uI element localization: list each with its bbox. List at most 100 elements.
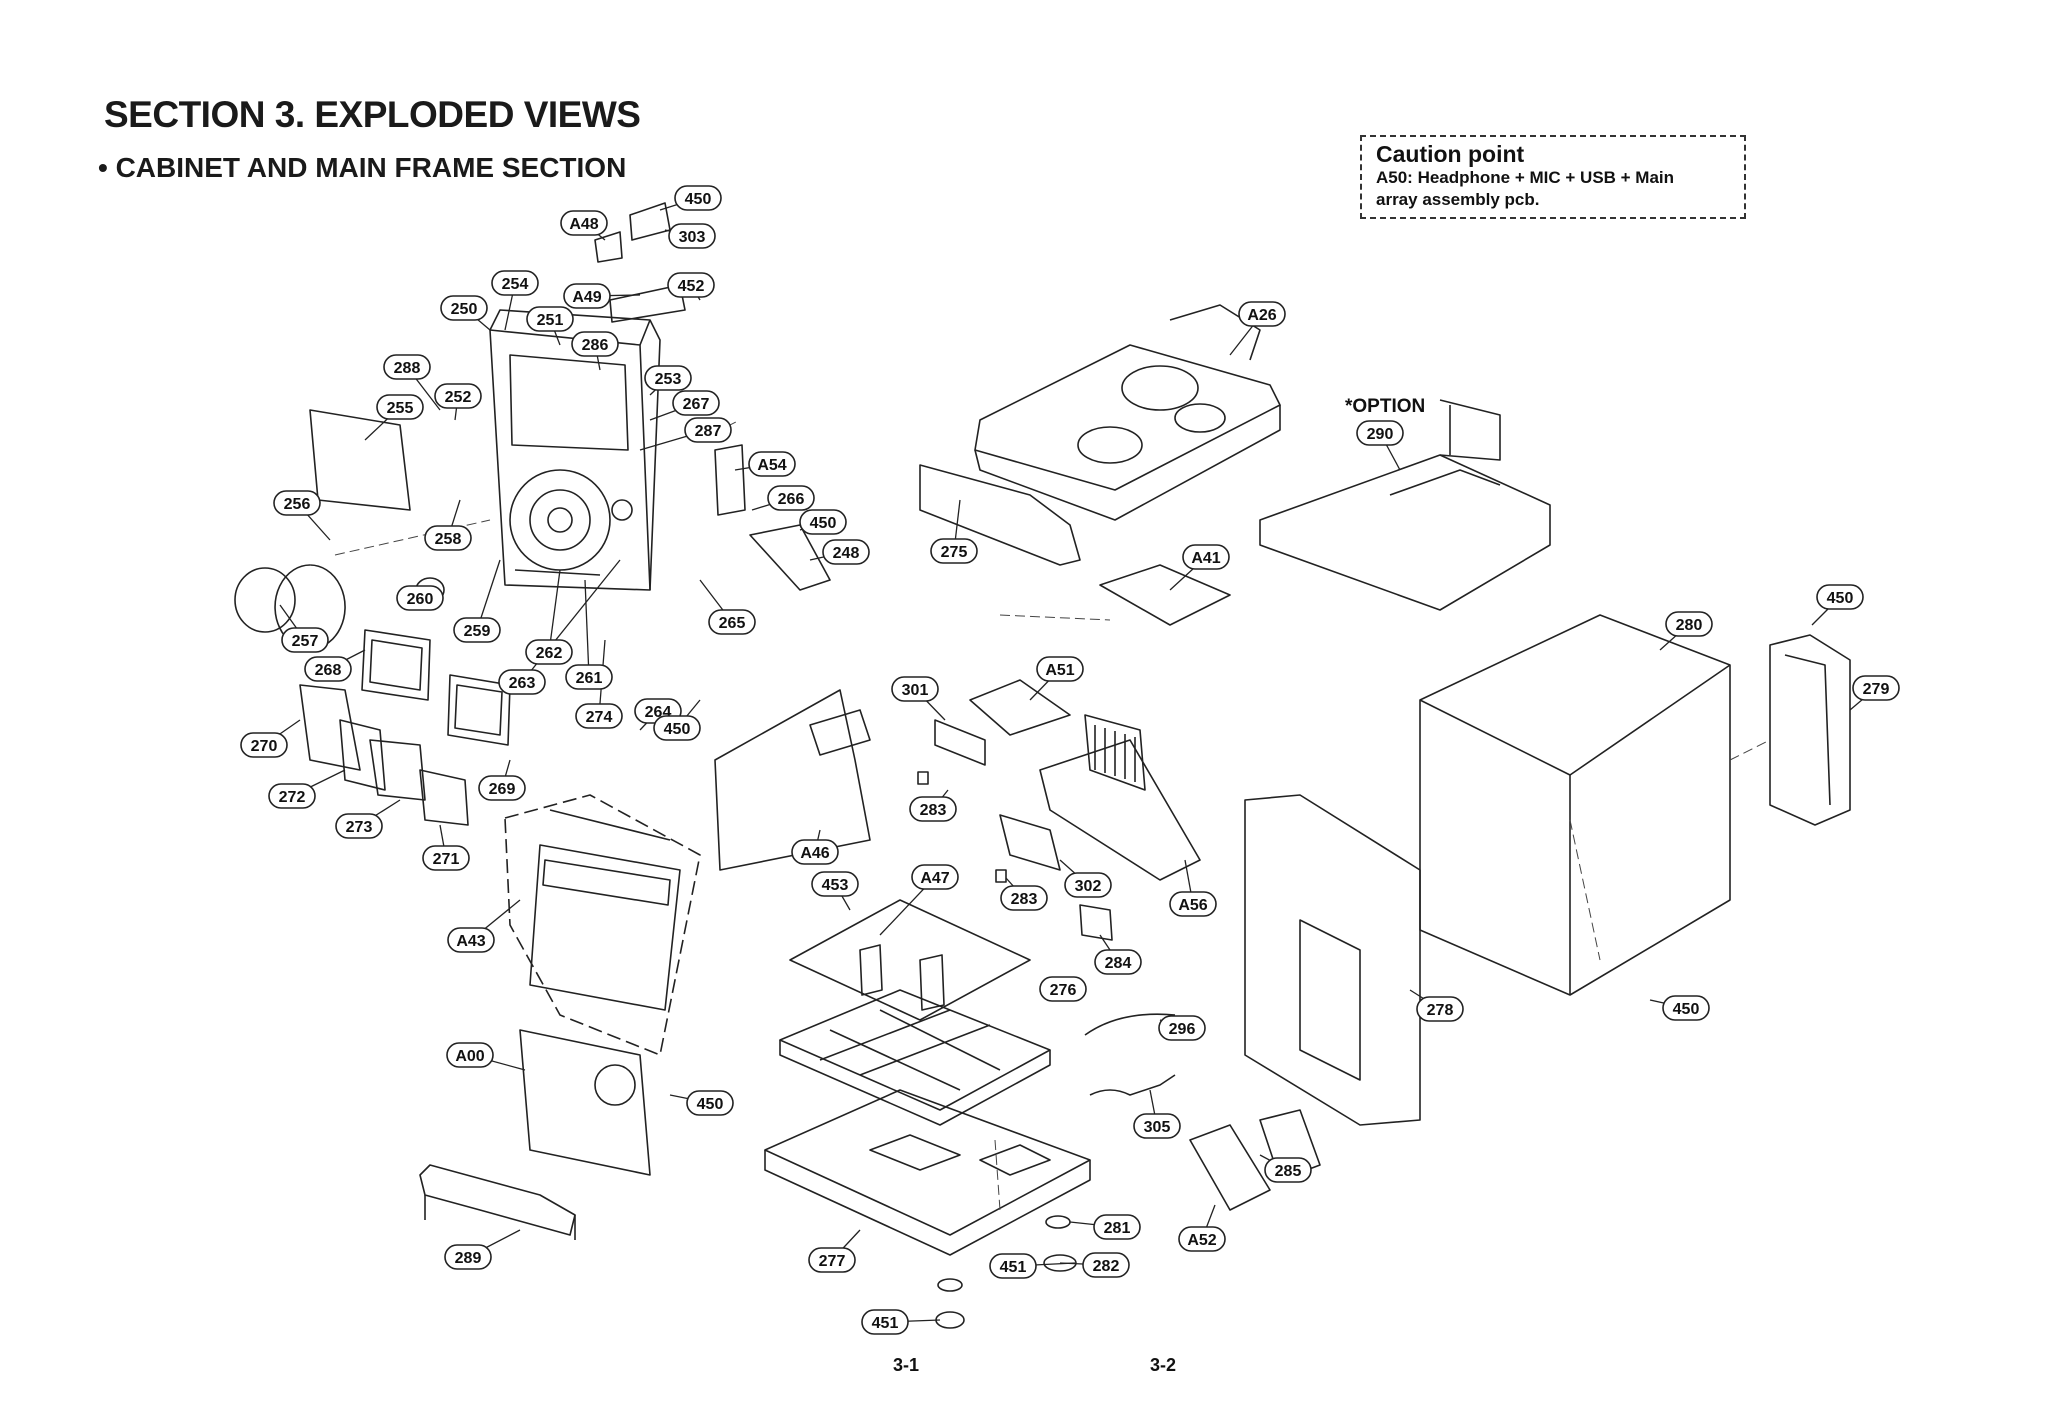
callout-a54: A54 <box>748 451 796 477</box>
callout-258: 258 <box>424 525 472 551</box>
callout-text: 273 <box>346 819 373 836</box>
callout-bubble <box>1133 1113 1181 1139</box>
callout-bubble <box>911 864 959 890</box>
part-276-frame <box>779 989 1051 1111</box>
callout-251: 251 <box>526 306 574 332</box>
callout-text: 260 <box>407 591 434 608</box>
callout-451: 451 <box>861 1309 909 1335</box>
callout-text: 268 <box>315 662 342 679</box>
callout-bubble <box>1064 872 1112 898</box>
callout-text: A51 <box>1045 662 1074 679</box>
callout-text: 450 <box>1673 1001 1700 1018</box>
callout-260: 260 <box>396 585 444 611</box>
callout-text: A54 <box>757 457 786 474</box>
callout-bubble <box>674 185 722 211</box>
callout-bubble <box>1662 995 1710 1021</box>
callout-a56: A56 <box>1169 891 1217 917</box>
callout-250: 250 <box>440 295 488 321</box>
callout-269: 269 <box>478 775 526 801</box>
callout-253: 253 <box>644 365 692 391</box>
callout-text: 257 <box>292 633 319 650</box>
callout-255: 255 <box>376 394 424 420</box>
callout-bubble <box>498 669 546 695</box>
callout-text: 269 <box>489 781 516 798</box>
callout-bubble <box>273 490 321 516</box>
callout-286: 286 <box>571 331 619 357</box>
page-number-left: 3-1 <box>893 1355 920 1375</box>
a43-group-outline <box>504 794 701 1056</box>
callout-bubble <box>1000 885 1048 911</box>
callout-a46: A46 <box>791 839 839 865</box>
callout-text: 285 <box>1275 1163 1302 1180</box>
callout-257: 257 <box>281 627 329 653</box>
callout-bubble <box>1665 611 1713 637</box>
callout-305: 305 <box>1133 1113 1181 1139</box>
callout-280: 280 <box>1665 611 1713 637</box>
callout-text: 303 <box>679 229 706 246</box>
callout-text: 451 <box>1000 1259 1027 1276</box>
callout-262: 262 <box>525 639 573 665</box>
callout-285: 285 <box>1264 1157 1312 1183</box>
callout-267: 267 <box>672 390 720 416</box>
callout-273: 273 <box>335 813 383 839</box>
part-290-chassis <box>1259 399 1551 611</box>
callout-266: 266 <box>767 485 815 511</box>
callout-bubble <box>396 585 444 611</box>
callout-bubble <box>1093 1214 1141 1240</box>
callout-text: 252 <box>445 389 472 406</box>
part-283-clip-b <box>995 869 1007 883</box>
callout-text: 259 <box>464 623 491 640</box>
callout-bubble <box>335 813 383 839</box>
callout-text: 289 <box>455 1250 482 1267</box>
callout-bubble <box>668 223 716 249</box>
callout-bubble <box>1238 301 1286 327</box>
part-301-bracket <box>934 719 986 766</box>
callout-248: 248 <box>822 539 870 565</box>
callout-282: 282 <box>1082 1252 1130 1278</box>
leader-line-261 <box>584 579 590 678</box>
callout-text: 453 <box>822 877 849 894</box>
part-284-pad <box>1079 904 1113 941</box>
callout-text: 282 <box>1093 1258 1120 1275</box>
callout-bubble <box>563 283 611 309</box>
part-282-pad <box>1043 1254 1077 1272</box>
callout-text: 255 <box>387 400 414 417</box>
callout-284: 284 <box>1094 949 1142 975</box>
callout-281: 281 <box>1093 1214 1141 1240</box>
callout-bubble <box>909 796 957 822</box>
a49-board <box>609 284 686 323</box>
part-289-bracket <box>419 1164 576 1236</box>
callout-263: 263 <box>498 669 546 695</box>
callout-text: A43 <box>456 933 485 950</box>
callout-bubble <box>891 676 939 702</box>
a54-board <box>714 444 746 516</box>
a00-board <box>519 1029 651 1176</box>
callout-bubble <box>686 1090 734 1116</box>
callout-bubble <box>1169 891 1217 917</box>
callout-a47: A47 <box>911 864 959 890</box>
callout-text: A47 <box>920 870 949 887</box>
callout-450: 450 <box>686 1090 734 1116</box>
callout-bubble <box>930 538 978 564</box>
callout-276: 276 <box>1039 976 1087 1002</box>
callout-bubble <box>1082 1252 1130 1278</box>
callout-261: 261 <box>565 664 613 690</box>
callout-text: 283 <box>1011 891 1038 908</box>
callout-bubble <box>491 270 539 296</box>
part-273-cover <box>369 739 426 801</box>
callout-bubble <box>684 417 732 443</box>
callout-bubble <box>799 509 847 535</box>
caution-line-2: array assembly pcb. <box>1376 190 1540 209</box>
part-296-cable <box>1084 1013 1176 1036</box>
callout-bubble <box>1416 996 1464 1022</box>
callout-bubble <box>822 539 870 565</box>
callout-275: 275 <box>930 538 978 564</box>
callout-a51: A51 <box>1036 656 1084 682</box>
callout-278: 278 <box>1416 996 1464 1022</box>
callout-text: 277 <box>819 1253 846 1270</box>
callout-bubble <box>1264 1157 1312 1183</box>
page-number-right: 3-2 <box>1150 1355 1177 1375</box>
callout-451: 451 <box>989 1253 1037 1279</box>
